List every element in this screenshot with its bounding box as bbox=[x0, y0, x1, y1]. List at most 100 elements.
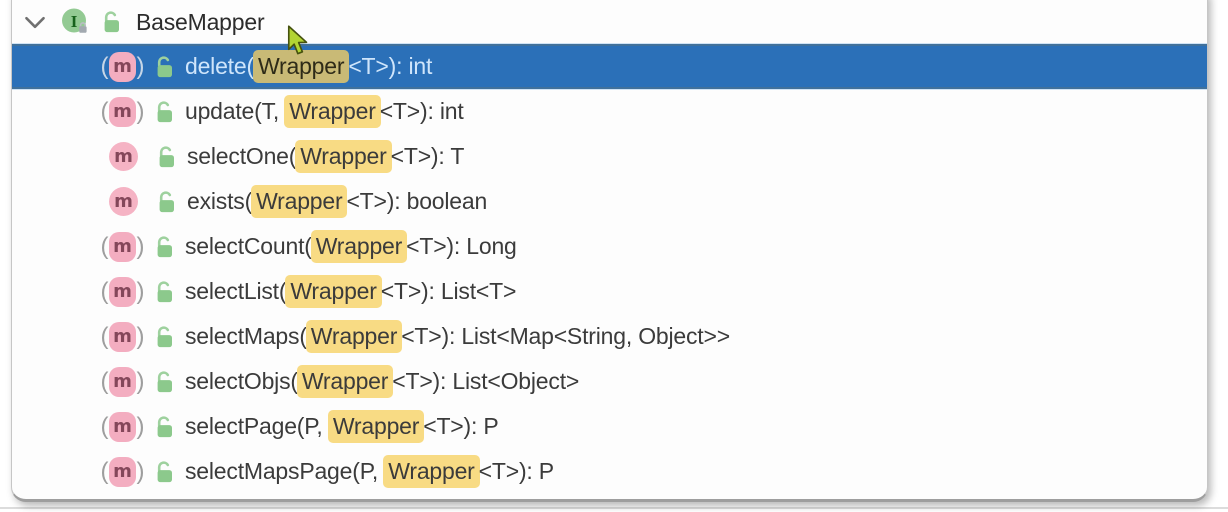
signature-prefix: selectObjs( bbox=[185, 368, 298, 394]
match-highlight: Wrapper bbox=[252, 50, 350, 83]
method-icon: ( m ) bbox=[100, 456, 145, 487]
method-list: ( m ) delete(Wrapper<T>): int ( m ) upda… bbox=[12, 44, 1207, 494]
match-highlight: Wrapper bbox=[251, 185, 348, 218]
signature-suffix: <T>): boolean bbox=[346, 188, 488, 214]
signature-prefix: selectMapsPage(P, bbox=[185, 458, 385, 484]
method-row[interactable]: ( m ) selectCount(Wrapper<T>): Long bbox=[12, 224, 1207, 269]
method-paren-right: ) bbox=[136, 412, 145, 440]
method-paren-right: ) bbox=[136, 457, 145, 485]
signature-suffix: <T>): List<T> bbox=[380, 278, 517, 304]
method-paren-right: ) bbox=[136, 232, 145, 260]
method-paren-left: ( bbox=[100, 97, 109, 125]
method-paren-right: ) bbox=[136, 367, 145, 395]
method-icon: ( m ) bbox=[100, 142, 147, 171]
unlocked-padlock-icon bbox=[100, 9, 124, 35]
mouse-pointer-icon bbox=[286, 25, 313, 63]
root-class-name: BaseMapper bbox=[136, 8, 265, 35]
method-signature: selectList(Wrapper<T>): List<T> bbox=[185, 275, 516, 308]
unlocked-padlock-icon bbox=[155, 144, 179, 170]
method-row[interactable]: ( m ) exists(Wrapper<T>): boolean bbox=[12, 179, 1207, 224]
method-row[interactable]: ( m ) selectMapsPage(P, Wrapper<T>): P bbox=[12, 449, 1207, 494]
method-icon: ( m ) bbox=[100, 187, 147, 216]
unlocked-padlock-icon bbox=[153, 414, 177, 440]
signature-suffix: <T>): Long bbox=[406, 233, 517, 259]
signature-suffix: <T>): P bbox=[423, 413, 499, 439]
method-signature: update(T, Wrapper<T>): int bbox=[185, 95, 464, 128]
method-paren-right: ) bbox=[136, 97, 145, 125]
method-row[interactable]: ( m ) selectMaps(Wrapper<T>): List<Map<S… bbox=[12, 314, 1207, 359]
method-row[interactable]: ( m ) update(T, Wrapper<T>): int bbox=[12, 89, 1207, 134]
method-letter: m bbox=[109, 142, 138, 171]
method-row[interactable]: ( m ) selectObjs(Wrapper<T>): List<Objec… bbox=[12, 359, 1207, 404]
unlocked-padlock-icon bbox=[153, 234, 177, 260]
signature-prefix: delete( bbox=[185, 53, 254, 79]
signature-prefix: selectOne( bbox=[187, 143, 297, 169]
match-highlight: Wrapper bbox=[383, 455, 480, 488]
method-icon: ( m ) bbox=[100, 366, 145, 397]
method-letter: m bbox=[109, 96, 136, 127]
method-row[interactable]: ( m ) selectList(Wrapper<T>): List<T> bbox=[12, 269, 1207, 314]
signature-suffix: <T>): List<Object> bbox=[392, 368, 580, 394]
method-paren-left: ( bbox=[100, 457, 109, 485]
match-highlight: Wrapper bbox=[296, 365, 394, 398]
signature-prefix: selectPage(P, bbox=[185, 413, 329, 439]
method-signature: selectPage(P, Wrapper<T>): P bbox=[185, 410, 499, 443]
method-letter: m bbox=[109, 231, 136, 262]
match-highlight: Wrapper bbox=[295, 140, 392, 173]
method-letter: m bbox=[109, 321, 136, 352]
method-icon: ( m ) bbox=[100, 51, 145, 82]
method-signature: delete(Wrapper<T>): int bbox=[185, 50, 432, 83]
match-highlight: Wrapper bbox=[310, 230, 408, 263]
method-letter: m bbox=[109, 187, 138, 216]
chevron-down-icon[interactable] bbox=[20, 15, 50, 30]
method-paren-left: ( bbox=[100, 367, 109, 395]
interface-letter: I bbox=[71, 12, 78, 31]
method-signature: selectMapsPage(P, Wrapper<T>): P bbox=[185, 455, 554, 488]
method-paren-left: ( bbox=[100, 232, 109, 260]
unlocked-padlock-icon bbox=[153, 324, 177, 350]
method-paren-right: ) bbox=[136, 322, 145, 350]
method-paren-left: ( bbox=[100, 412, 109, 440]
method-letter: m bbox=[109, 51, 136, 82]
method-signature: exists(Wrapper<T>): boolean bbox=[187, 185, 487, 218]
signature-suffix: <T>): T bbox=[390, 143, 465, 169]
method-icon: ( m ) bbox=[100, 231, 145, 262]
method-letter: m bbox=[109, 411, 136, 442]
unlocked-padlock-icon bbox=[153, 54, 177, 80]
method-icon: ( m ) bbox=[100, 96, 145, 127]
method-signature: selectOne(Wrapper<T>): T bbox=[187, 140, 464, 173]
unlocked-padlock-icon bbox=[153, 459, 177, 485]
method-letter: m bbox=[109, 366, 136, 397]
method-signature: selectCount(Wrapper<T>): Long bbox=[185, 230, 517, 263]
window-bottom-divider bbox=[0, 507, 1228, 509]
match-highlight: Wrapper bbox=[305, 320, 403, 353]
method-paren-right: ) bbox=[136, 277, 145, 305]
unlocked-padlock-icon bbox=[153, 99, 177, 125]
method-paren-right: ) bbox=[136, 52, 145, 80]
tree-root-row[interactable]: I BaseMapper bbox=[12, 0, 1207, 44]
signature-prefix: selectList( bbox=[185, 278, 287, 304]
method-icon: ( m ) bbox=[100, 411, 145, 442]
method-row[interactable]: ( m ) selectOne(Wrapper<T>): T bbox=[12, 134, 1207, 179]
signature-suffix: <T>): List<Map<String, Object>> bbox=[401, 323, 730, 349]
match-highlight: Wrapper bbox=[327, 410, 425, 443]
method-icon: ( m ) bbox=[100, 321, 145, 352]
method-paren-left: ( bbox=[100, 277, 109, 305]
match-highlight: Wrapper bbox=[284, 95, 381, 128]
method-paren-left: ( bbox=[100, 322, 109, 350]
method-row[interactable]: ( m ) selectPage(P, Wrapper<T>): P bbox=[12, 404, 1207, 449]
interface-icon: I bbox=[60, 7, 92, 37]
method-letter: m bbox=[109, 276, 136, 307]
unlocked-padlock-icon bbox=[153, 369, 177, 395]
method-signature: selectObjs(Wrapper<T>): List<Object> bbox=[185, 365, 579, 398]
signature-prefix: exists( bbox=[187, 188, 253, 214]
signature-suffix: <T>): P bbox=[478, 458, 554, 484]
unlocked-padlock-icon bbox=[153, 279, 177, 305]
signature-prefix: selectCount( bbox=[185, 233, 312, 259]
method-letter: m bbox=[109, 456, 136, 487]
method-row[interactable]: ( m ) delete(Wrapper<T>): int bbox=[12, 44, 1207, 89]
final-lock-overlay-icon bbox=[79, 22, 87, 33]
signature-prefix: selectMaps( bbox=[185, 323, 307, 349]
signature-suffix: <T>): int bbox=[348, 53, 433, 79]
